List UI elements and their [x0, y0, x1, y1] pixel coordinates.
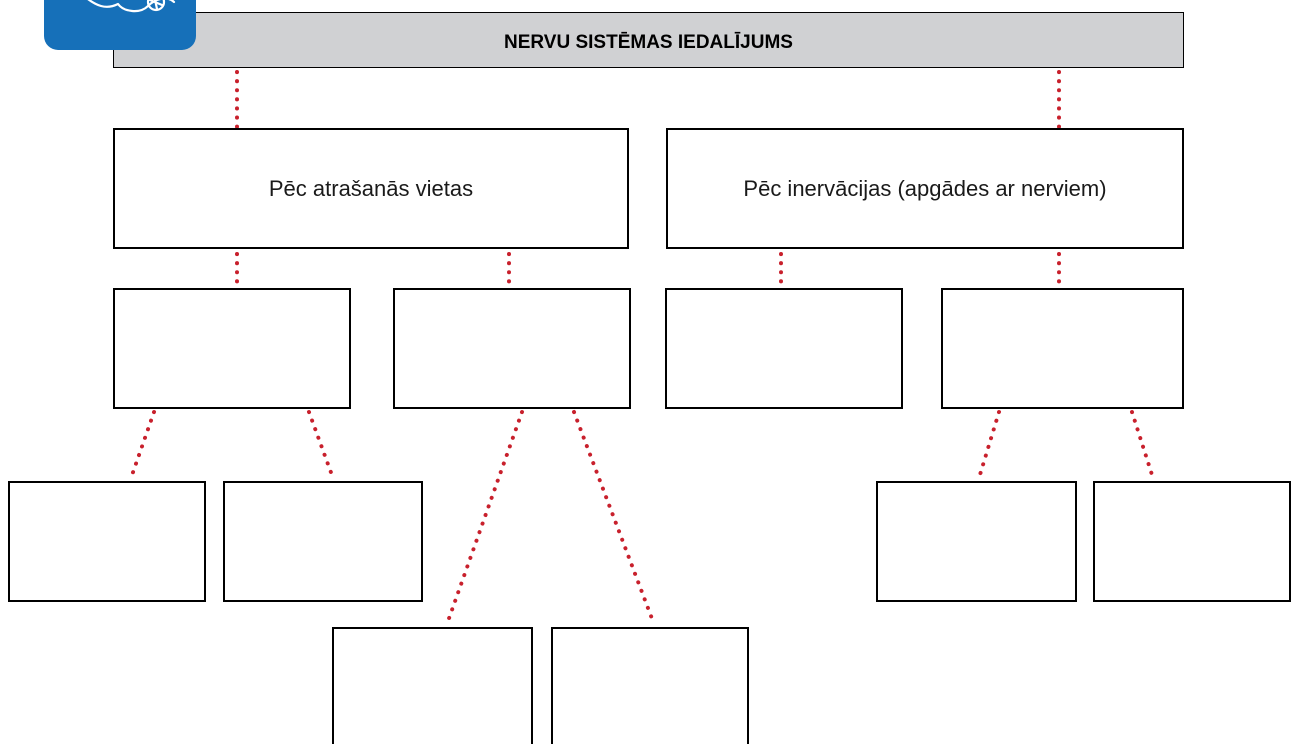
logo-icon: [44, 0, 196, 50]
empty-box-left-2: [393, 288, 631, 409]
branch-left-box: Pēc atrašanās vietas: [113, 128, 629, 249]
branch-left-label: Pēc atrašanās vietas: [268, 175, 474, 201]
connector-l1-b: [307, 410, 335, 480]
branch-right-label: Pēc inervācijas (apgādes ar nerviem): [743, 175, 1107, 201]
empty-box-right-2: [941, 288, 1184, 409]
connector-l1-a: [129, 410, 156, 480]
empty-box-right-1: [665, 288, 903, 409]
empty-box-leaf-2: [223, 481, 423, 602]
empty-box-left-1: [113, 288, 351, 409]
empty-box-leaf-5: [876, 481, 1077, 602]
diagram-title: NERVU SISTĒMAS IEDALĪJUMS: [504, 32, 793, 53]
branch-right-box: Pēc inervācijas (apgādes ar nerviem): [666, 128, 1184, 249]
connector-r2-a: [977, 410, 1001, 480]
connector-l2-a: [445, 410, 524, 626]
connector-r2-b: [1130, 410, 1155, 480]
empty-box-leaf-6: [1093, 481, 1291, 602]
diagram-title-bar: NERVU SISTĒMAS IEDALĪJUMS: [113, 12, 1184, 68]
connector-l2-b: [572, 410, 656, 626]
empty-box-leaf-1: [8, 481, 206, 602]
empty-box-leaf-3: [332, 627, 533, 744]
empty-box-leaf-4: [551, 627, 749, 744]
